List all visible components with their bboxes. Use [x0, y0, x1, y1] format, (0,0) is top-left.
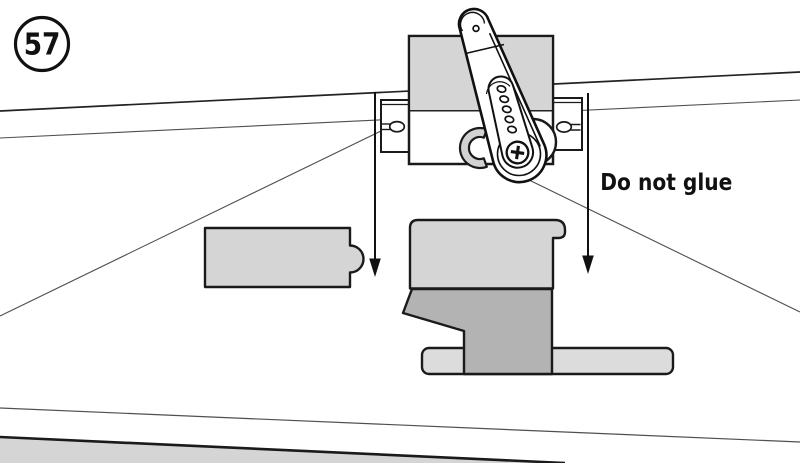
screw-hole-left-icon — [388, 120, 406, 133]
servo-arm-tip-hole — [472, 24, 480, 33]
servo-mount-tab-right — [552, 97, 583, 151]
servo-arm-joint-line — [465, 43, 505, 55]
servo-arm-holes — [496, 84, 518, 134]
wing-outline — [0, 71, 800, 463]
wing-leading-edge-line — [0, 435, 566, 463]
step-number-badge: 57 — [13, 15, 71, 73]
servo-arm — [457, 7, 548, 184]
mount-plate-part-left — [203, 226, 365, 289]
mount-block-part-right — [401, 218, 675, 376]
servo-arm-top-inner-edge — [459, 11, 486, 32]
mount-block-upper-section — [408, 218, 567, 290]
do-not-glue-label: Do not glue — [600, 170, 732, 197]
pointer-line-left — [0, 129, 384, 317]
down-arrow-left — [369, 92, 381, 277]
screw-icon — [505, 140, 530, 165]
arm-hole-icon — [499, 95, 510, 104]
wing-top-edge-line — [0, 71, 800, 112]
down-arrow-left-head — [369, 258, 381, 277]
servo-assembly — [380, 7, 583, 184]
mount-plate-part-left-shape — [203, 226, 365, 289]
screw-hole-right-icon — [555, 121, 573, 133]
down-arrow-right — [582, 93, 594, 274]
arm-hole-icon — [504, 115, 515, 124]
wing-lower-edge-line — [0, 407, 800, 443]
screw-cross-v — [515, 145, 520, 160]
arm-hole-icon — [506, 125, 518, 134]
servo-mount-tab-left — [380, 99, 411, 153]
pointer-lines — [0, 129, 800, 317]
step-number-text: 57 — [24, 27, 61, 62]
servo-arm-face-plate-edge — [485, 81, 511, 95]
down-arrow-right-head — [582, 255, 594, 274]
servo-hook-clip — [458, 126, 488, 170]
arm-hole-icon — [496, 84, 507, 94]
arm-hole-icon — [501, 105, 512, 114]
pointer-line-right — [526, 178, 800, 313]
step-number-circle — [13, 15, 71, 73]
